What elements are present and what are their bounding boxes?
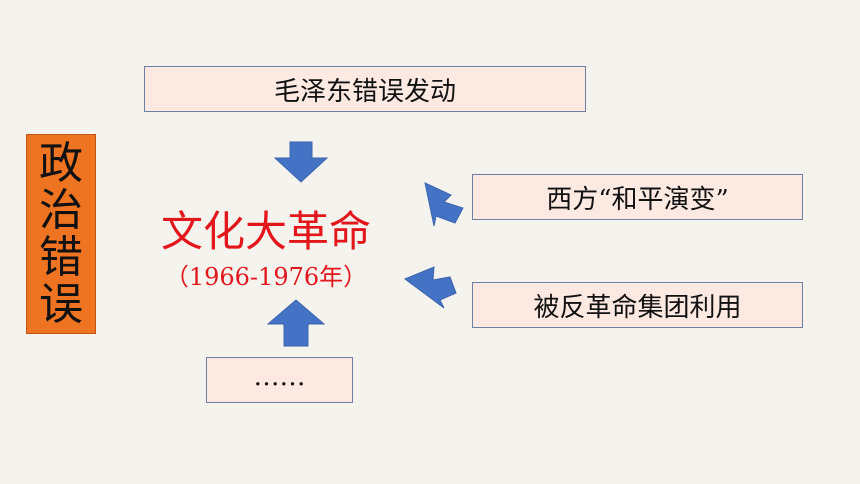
diagonal-arrow-upper-icon bbox=[424, 182, 464, 227]
cause-label: 西方“和平演变” bbox=[546, 184, 729, 215]
tag-char: 治 bbox=[39, 185, 83, 236]
down-arrow-icon bbox=[273, 141, 329, 183]
tag-char: 政 bbox=[39, 138, 83, 189]
cultural-revolution-title: 文化大革命 bbox=[160, 207, 371, 256]
cause-label: 毛泽东错误发动 bbox=[273, 76, 456, 107]
diagonal-arrow-lower-icon bbox=[403, 266, 457, 309]
tag-char: 误 bbox=[39, 279, 83, 330]
cause-box-mao-launched: 毛泽东错误发动 bbox=[144, 66, 586, 112]
up-arrow-icon bbox=[266, 299, 326, 347]
cause-label: 被反革命集团利用 bbox=[533, 292, 742, 323]
tag-char: 错 bbox=[39, 232, 83, 283]
cause-box-peaceful-evolution: 西方“和平演变” bbox=[472, 174, 803, 220]
political-error-tag: 政 治 错 误 bbox=[26, 134, 96, 334]
cultural-revolution-period: （1966-1976年） bbox=[164, 263, 368, 291]
cause-box-ellipsis: …… bbox=[206, 357, 353, 403]
cause-label: …… bbox=[253, 362, 306, 392]
cause-box-counter-revolutionary: 被反革命集团利用 bbox=[472, 282, 803, 328]
